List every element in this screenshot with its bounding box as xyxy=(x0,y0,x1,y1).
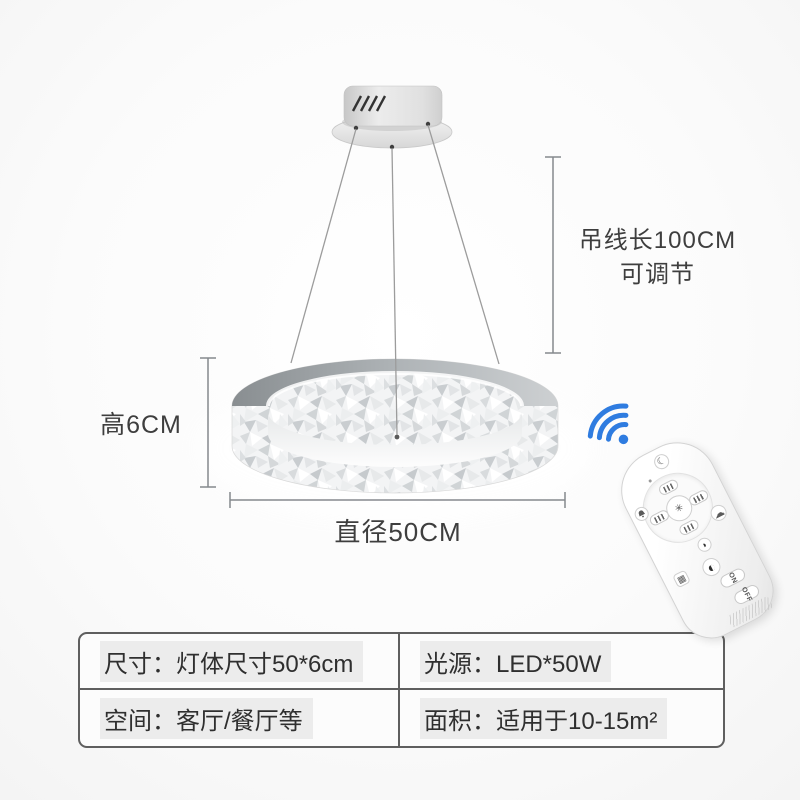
spec-table: 尺寸：灯体尺寸50*6cm 光源：LED*50W 空间：客厅/餐厅等 面积：适用… xyxy=(78,632,725,748)
spec-cell-size: 尺寸：灯体尺寸50*6cm xyxy=(80,634,400,690)
bell-icon xyxy=(638,510,646,518)
vent-slits-icon xyxy=(351,95,387,112)
dimension-lines xyxy=(200,156,566,508)
crystal-ring-lamp xyxy=(231,358,559,494)
night-mode-button: ☾ xyxy=(651,451,672,472)
sleep-mode-button: ◗ xyxy=(695,535,714,555)
off-button-label: OFF xyxy=(740,586,754,604)
stripes-icon xyxy=(683,522,695,533)
indicator-led xyxy=(648,478,653,484)
stripes-icon xyxy=(662,482,675,493)
suspension-wires xyxy=(290,124,500,436)
scene-grid-button: ▦ xyxy=(672,569,691,589)
stripes-icon xyxy=(692,492,705,503)
spec-cell-area: 面积：适用于10-15m² xyxy=(400,690,723,746)
diameter-label: 直径50CM xyxy=(334,517,462,547)
bell-button xyxy=(632,504,652,524)
on-button-label: ON xyxy=(727,571,739,585)
height-dimension-line xyxy=(200,357,216,488)
brightness-up-button xyxy=(657,477,680,497)
ceiling-canopy xyxy=(331,85,453,150)
remote-control: ☾ ✳ ☁ ◗ ▦ ◐ ON OFF xyxy=(607,428,785,650)
diameter-dimension-line xyxy=(229,492,566,508)
spec-cell-light-source: 光源：LED*50W xyxy=(400,634,723,690)
height-label: 高6CM xyxy=(100,411,182,439)
brightness-toggle-button: ◐ xyxy=(699,554,724,580)
stripes-icon xyxy=(653,512,666,523)
on-button: ON xyxy=(718,566,748,590)
spec-cell-space: 空间：客厅/餐厅等 xyxy=(80,690,400,746)
hang-length-dimension-line xyxy=(545,156,561,354)
hang-length-label: 吊线长100CM 可调节 xyxy=(578,227,737,288)
wifi-signal-icon xyxy=(578,392,654,469)
